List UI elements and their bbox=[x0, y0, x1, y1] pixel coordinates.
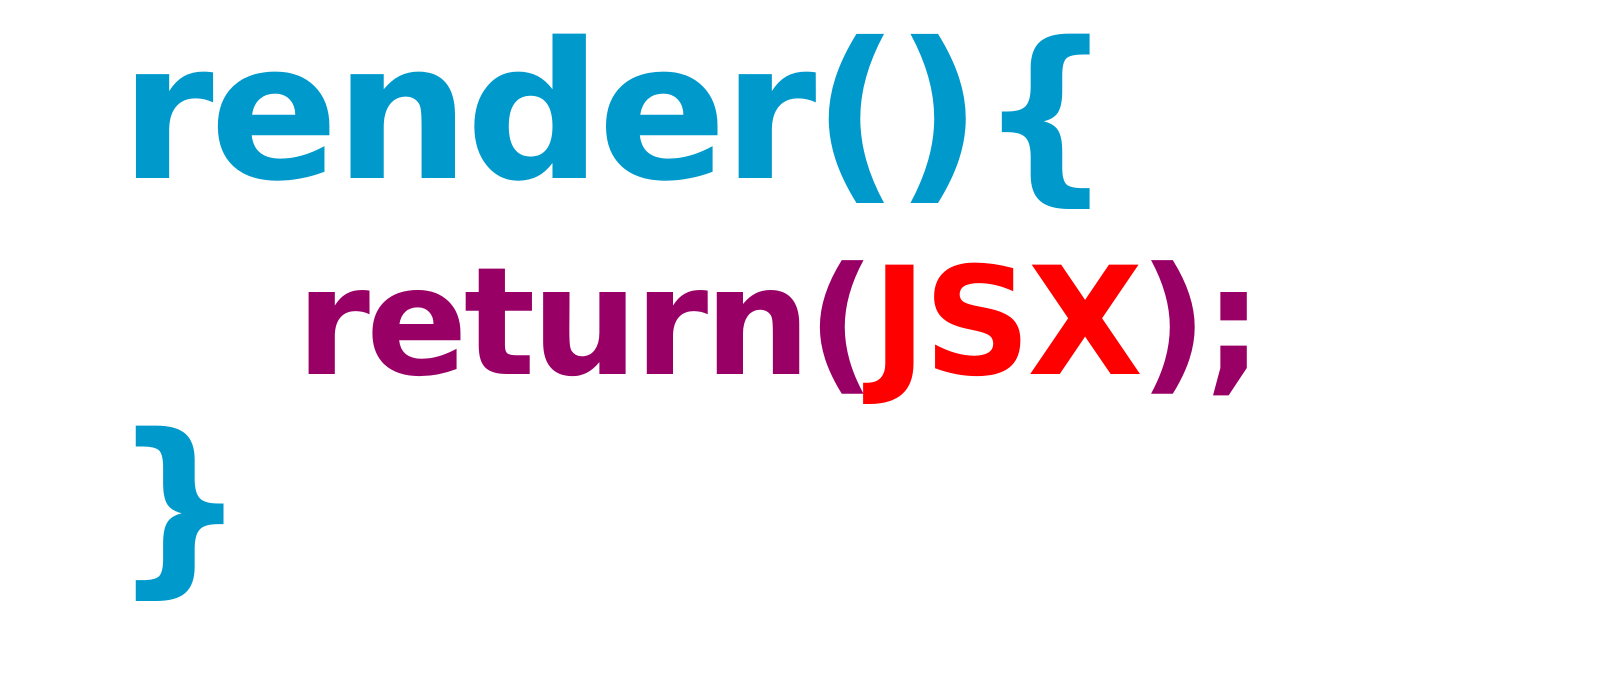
return-close-paren-semicolon: ); bbox=[1139, 236, 1264, 410]
close-brace: } bbox=[112, 394, 247, 615]
open-brace: { bbox=[978, 2, 1113, 223]
render-parens: () bbox=[812, 2, 982, 223]
return-keyword: return bbox=[296, 236, 811, 410]
return-open-paren: ( bbox=[806, 236, 876, 410]
render-line: render(){ bbox=[120, 18, 1113, 208]
jsx-text: JSX bbox=[871, 236, 1143, 410]
return-line: return(JSX); bbox=[296, 248, 1264, 398]
render-keyword: render bbox=[120, 2, 816, 223]
close-line: } bbox=[112, 410, 247, 600]
